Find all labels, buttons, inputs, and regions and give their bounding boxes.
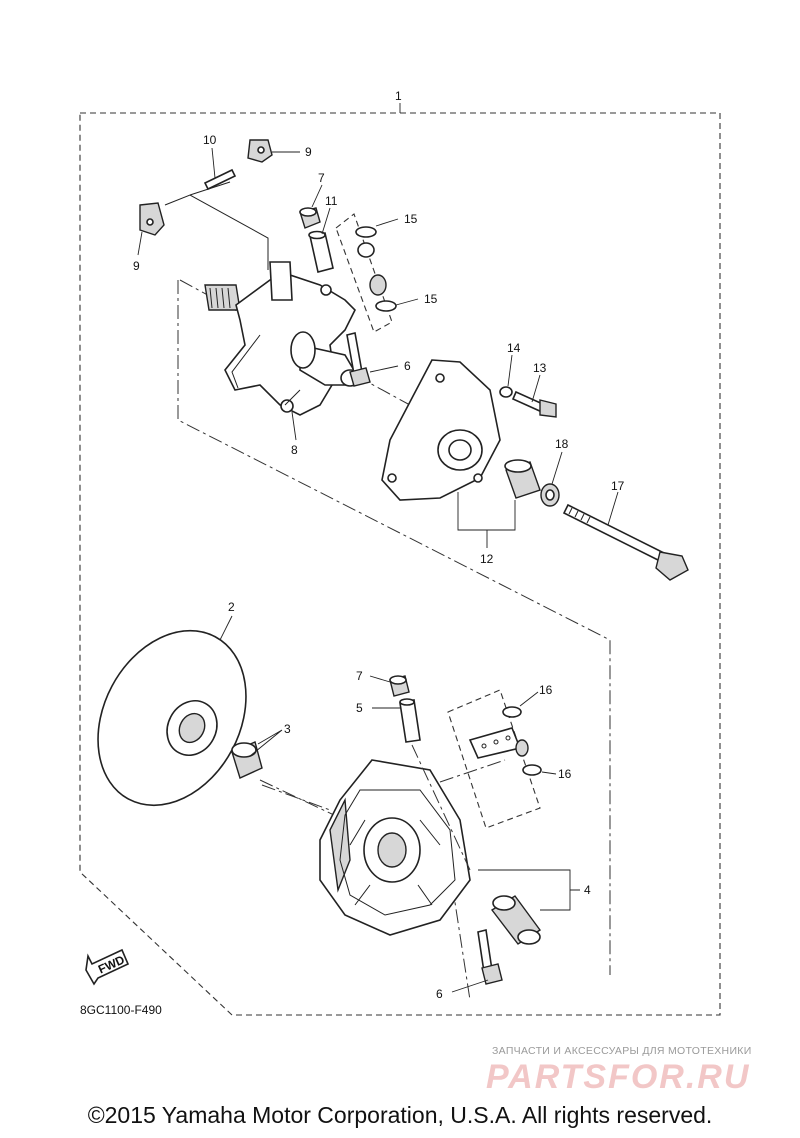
weight-bracket <box>164 181 269 270</box>
callout-6b: 6 <box>436 987 443 1001</box>
assembly-boundary <box>79 112 721 1016</box>
bracket-12 <box>457 492 516 548</box>
fwd-arrow-icon: FWD <box>85 948 130 986</box>
callout-3: 3 <box>284 722 291 736</box>
leader-7a <box>311 184 323 208</box>
callout-17: 17 <box>611 479 625 493</box>
callout-6a: 6 <box>404 359 411 373</box>
bolt-lower <box>477 929 503 985</box>
callout-16b: 16 <box>558 767 572 781</box>
roller-parts-lower <box>468 706 542 776</box>
sheave <box>97 629 247 807</box>
roller-group-outline <box>335 213 393 333</box>
callout-12: 12 <box>480 552 494 566</box>
weight-left <box>139 202 165 236</box>
leader-15a <box>375 218 399 227</box>
leader-18 <box>551 451 563 485</box>
leader-6a <box>369 365 399 373</box>
pin <box>203 168 237 191</box>
leader-2 <box>219 615 233 641</box>
callout-9b: 9 <box>133 259 140 273</box>
leader-9b <box>137 231 143 256</box>
bolt-13 <box>511 390 557 418</box>
leader-8 <box>291 411 297 441</box>
leader-6b <box>451 979 489 993</box>
callout-9a: 9 <box>305 145 312 159</box>
watermark-subtitle: ЗАПЧАСТИ И АКСЕССУАРЫ ДЛЯ МОТОТЕХНИКИ <box>492 1045 752 1057</box>
watermark-logo: PARTSFOR.RU <box>486 1058 751 1096</box>
leader-13 <box>531 374 541 403</box>
bolt-upper <box>346 332 371 387</box>
leader-14 <box>507 354 513 387</box>
callout-4: 4 <box>584 883 591 897</box>
callout-11: 11 <box>325 194 338 208</box>
leader-7b <box>369 675 391 683</box>
leader-15b <box>395 298 419 306</box>
weight-upper <box>247 139 273 163</box>
callout-2: 2 <box>228 600 235 614</box>
roller-group-lower-outline <box>447 689 541 829</box>
bushing <box>504 459 541 499</box>
leader-16b <box>541 771 557 775</box>
roller-parts <box>355 226 397 312</box>
callout-15a: 15 <box>404 212 418 226</box>
svg-text:FWD: FWD <box>96 952 127 976</box>
callout-5: 5 <box>356 701 363 715</box>
callout-15b: 15 <box>424 292 438 306</box>
collar-lower <box>399 698 421 743</box>
collar <box>308 230 334 273</box>
long-bolt <box>562 503 689 581</box>
nut-upper <box>299 207 321 229</box>
callout-14: 14 <box>507 341 521 355</box>
leader-10 <box>211 147 216 179</box>
bushing-4 <box>490 895 542 945</box>
callout-7a: 7 <box>318 171 325 185</box>
washer-small <box>499 386 513 398</box>
leader-11 <box>321 207 331 235</box>
callout-13: 13 <box>533 361 547 375</box>
callout-1: 1 <box>395 89 402 103</box>
callout-18: 18 <box>555 437 569 451</box>
split-collar <box>231 741 263 779</box>
sliding-sheave <box>319 759 471 936</box>
copyright-notice: ©2015 Yamaha Motor Corporation, U.S.A. A… <box>87 1102 713 1128</box>
spider-cover <box>381 359 501 501</box>
callout-7b: 7 <box>356 669 363 683</box>
spider-hub <box>204 261 360 416</box>
callout-8: 8 <box>291 443 298 457</box>
bracket-4 <box>478 869 580 911</box>
callout-16a: 16 <box>539 683 553 697</box>
callout-10: 10 <box>203 133 217 147</box>
diagram-code: 8GC1100-F490 <box>80 1003 162 1017</box>
nut-lower <box>389 675 410 697</box>
subassembly-outline-upper <box>177 280 611 975</box>
washer-18 <box>540 483 560 507</box>
leader-16a <box>519 691 539 707</box>
centerline-lower <box>261 744 506 871</box>
leader-17 <box>607 491 619 526</box>
leader-3 <box>249 729 283 757</box>
